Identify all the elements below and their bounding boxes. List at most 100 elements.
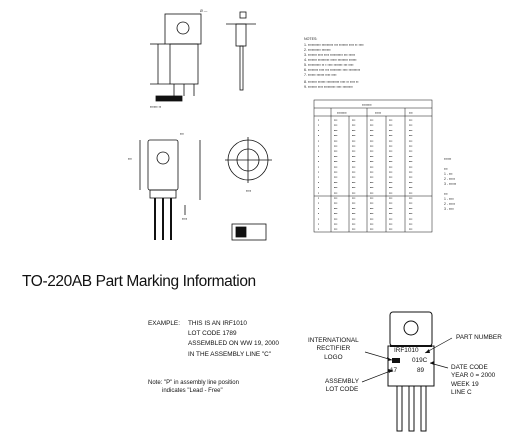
callout-date-line: WEEK 19 (451, 380, 479, 388)
svg-text:2. ▪▪▪▪▪▪▪▪▪▪ ▪▪▪▪▪▪▪: 2. ▪▪▪▪▪▪▪▪▪▪ ▪▪▪▪▪▪▪ (304, 48, 331, 52)
callout-lot-code: ASSEMBLY LOT CODE (325, 378, 359, 395)
table-cell-placeholder: ▪▪▪ (409, 154, 412, 158)
table-cell-placeholder: ▪▪▪ (409, 165, 412, 169)
table-cell-placeholder: ▪▪▪ (334, 175, 337, 179)
table-cell-placeholder: ▪▪▪ (389, 149, 392, 153)
table-cell-placeholder: ▪▪▪ (409, 186, 412, 190)
table-cell-placeholder: ▪▪▪ (370, 206, 373, 210)
table-cell-placeholder: ▪ (318, 196, 319, 200)
table-cell-placeholder: ▪▪▪ (389, 227, 392, 231)
table-cell-placeholder: ▪▪▪ (334, 123, 337, 127)
table-cell-placeholder: ▪▪▪ (370, 180, 373, 184)
table-cell-placeholder: ▪▪▪ (389, 139, 392, 143)
table-cell-placeholder: ▪▪▪ (352, 196, 355, 200)
table-cell-placeholder: ▪▪▪ (334, 191, 337, 195)
table-cell-placeholder: ▪▪▪ (409, 217, 412, 221)
table-cell-placeholder: ▪▪▪ (334, 160, 337, 164)
table-cell-placeholder: ▪▪▪ (389, 170, 392, 174)
callout-lot-line: ASSEMBLY (325, 378, 359, 385)
table-cell-placeholder: ▪ (318, 128, 319, 132)
svg-text:1 - ▪▪▪▪: 1 - ▪▪▪▪ (444, 197, 454, 201)
table-cell-placeholder: ▪ (318, 180, 319, 184)
table-cell-placeholder: ▪▪▪ (389, 212, 392, 216)
example-block: EXAMPLE: THIS IS AN IRF1010 LOT CODE 178… (148, 319, 279, 360)
svg-text:NOTES:: NOTES: (304, 37, 317, 41)
table-cell-placeholder: ▪▪▪ (370, 196, 373, 200)
table-cell-placeholder: ▪ (318, 160, 319, 164)
table-cell-placeholder: ▪▪▪ (352, 222, 355, 226)
callout-date-line: LINE C (451, 388, 472, 396)
table-cell-placeholder: ▪▪▪ (409, 201, 412, 205)
table-cell-placeholder: ▪▪▪ (334, 149, 337, 153)
table-cell-placeholder: ▪ (318, 217, 319, 221)
table-cell-placeholder: ▪▪▪ (352, 139, 355, 143)
table-cell-placeholder: ▪▪▪ (352, 165, 355, 169)
table-cell-placeholder: ▪▪▪ (389, 128, 392, 132)
example-line: THIS IS AN IRF1010 (188, 320, 247, 327)
table-cell-placeholder: ▪▪▪ (334, 134, 337, 138)
table-cell-placeholder: ▪ (318, 123, 319, 127)
table-cell-placeholder: ▪▪▪ (352, 149, 355, 153)
table-cell-placeholder: ▪▪▪ (389, 217, 392, 221)
table-cell-placeholder: ▪▪▪ (370, 170, 373, 174)
table-cell-placeholder: ▪▪▪ (409, 118, 412, 122)
table-cell-placeholder: ▪▪▪ (352, 123, 355, 127)
table-cell-placeholder: ▪▪▪ (409, 149, 412, 153)
table-cell-placeholder: ▪▪▪ (409, 227, 412, 231)
table-cell-placeholder: ▪▪▪ (370, 160, 373, 164)
table-cell-placeholder: ▪▪▪ (389, 160, 392, 164)
svg-text:8. ▪▪▪▪▪▪▪ ▪▪▪▪▪▪ ▪▪▪▪▪▪▪▪▪▪ ▪: 8. ▪▪▪▪▪▪▪ ▪▪▪▪▪▪ ▪▪▪▪▪▪▪▪▪▪ ▪▪▪▪ ▪▪ ▪▪▪… (304, 80, 359, 84)
marking-lot-right: 89 (417, 367, 425, 374)
table-cell-placeholder: ▪▪▪ (352, 212, 355, 216)
callout-logo: INTERNATIONAL RECTIFIER LOGO (308, 337, 359, 362)
table-cell-placeholder: ▪▪▪ (409, 191, 412, 195)
table-cell-placeholder: ▪▪▪ (389, 118, 392, 122)
table-cell-placeholder: ▪ (318, 134, 319, 138)
table-cell-placeholder: ▪ (318, 212, 319, 216)
callout-logo-line: RECTIFIER (316, 345, 351, 353)
svg-text:9. ▪▪▪▪▪▪▪ ▪▪▪▪ ▪▪▪▪▪▪▪▪▪ ▪▪▪▪: 9. ▪▪▪▪▪▪▪ ▪▪▪▪ ▪▪▪▪▪▪▪▪▪ ▪▪▪▪ ▪▪▪▪▪▪▪▪ (304, 85, 353, 89)
section-title: TO-220AB Part Marking Information (22, 273, 256, 290)
svg-text:▪▪▪▪▪▪ ▪▪: ▪▪▪▪▪▪ ▪▪ (150, 105, 161, 109)
callout-date-line: YEAR 0 = 2000 (451, 372, 496, 380)
table-cell-placeholder: ▪▪▪ (370, 144, 373, 148)
table-cell-placeholder: ▪ (318, 144, 319, 148)
callout-logo-line: LOGO (324, 353, 343, 361)
table-cell-placeholder: ▪▪▪ (352, 134, 355, 138)
example-line: LOT CODE 1789 (188, 330, 237, 338)
svg-text:▪▪▪: ▪▪▪ (444, 192, 448, 196)
table-cell-placeholder: ▪▪▪ (334, 206, 337, 210)
callout-date-code: DATE CODE YEAR 0 = 2000 WEEK 19 LINE C (451, 364, 495, 397)
lead-free-note: Note: "P" in assembly line position indi… (148, 379, 239, 395)
svg-text:6. ▪▪▪▪▪▪▪▪ ▪▪▪▪ ▪▪▪ ▪▪▪▪▪▪▪▪▪: 6. ▪▪▪▪▪▪▪▪ ▪▪▪▪ ▪▪▪ ▪▪▪▪▪▪▪▪▪ ▪▪▪▪ ▪▪▪▪… (304, 68, 360, 72)
example-line: ASSEMBLED ON WW 19, 2000 (188, 340, 279, 348)
table-cell-placeholder: ▪ (318, 175, 319, 179)
table-cell-placeholder: ▪▪▪ (389, 165, 392, 169)
table-cell-placeholder: ▪▪▪ (352, 191, 355, 195)
table-cell-placeholder: ▪ (318, 206, 319, 210)
table-cell-placeholder: ▪▪▪ (389, 123, 392, 127)
table-cell-placeholder: ▪▪▪ (352, 118, 355, 122)
table-cell-placeholder: ▪▪▪ (409, 170, 412, 174)
table-cell-placeholder: ▪▪▪ (352, 160, 355, 164)
table-cell-placeholder: ▪▪▪ (370, 154, 373, 158)
table-cell-placeholder: ▪▪▪ (352, 201, 355, 205)
table-cell-placeholder: ▪▪▪ (352, 217, 355, 221)
marking-date-code: 019C (412, 357, 428, 364)
table-cell-placeholder: ▪▪▪ (352, 170, 355, 174)
table-cell-placeholder: ▪▪▪ (389, 180, 392, 184)
svg-text:1 - ▪▪▪: 1 - ▪▪▪ (444, 172, 453, 176)
table-cell-placeholder: ▪▪▪ (389, 144, 392, 148)
svg-text:▪▪▪▪: ▪▪▪▪ (246, 189, 251, 193)
table-cell-placeholder: ▪ (318, 139, 319, 143)
table-cell-placeholder: ▪▪▪ (370, 186, 373, 190)
table-cell-placeholder: ▪▪▪ (370, 201, 373, 205)
svg-text:2 - ▪▪▪▪▪: 2 - ▪▪▪▪▪ (444, 177, 455, 181)
table-cell-placeholder: ▪▪▪ (352, 180, 355, 184)
marking-part-number: IRF1010 (394, 347, 419, 354)
svg-text:▪▪▪▪▪: ▪▪▪▪▪ (375, 111, 381, 115)
table-cell-placeholder: ▪▪▪ (409, 123, 412, 127)
table-cell-placeholder: ▪▪▪ (370, 212, 373, 216)
table-cell-placeholder: ▪ (318, 154, 319, 158)
package-marking-diagram (361, 311, 453, 432)
